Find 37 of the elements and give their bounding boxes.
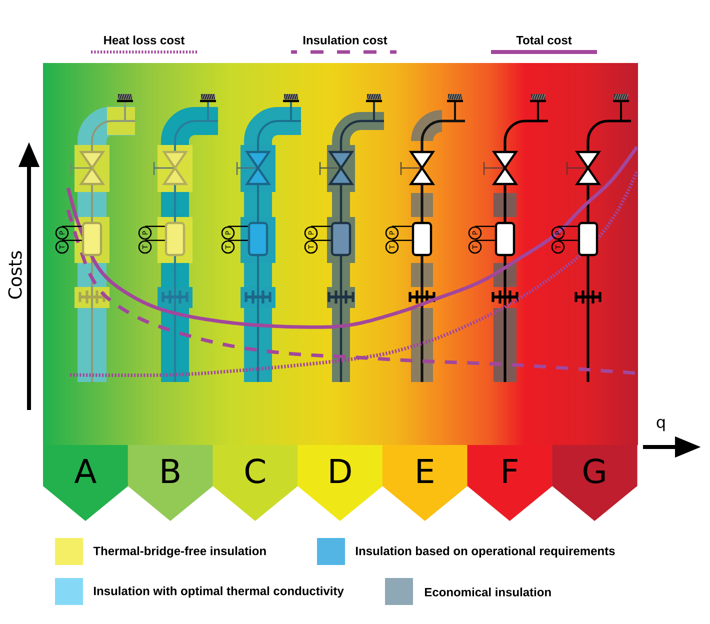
connector-line [62,226,82,227]
device-box [412,222,432,256]
class-pentagon: B [128,445,214,521]
device-box [330,222,352,256]
axis-label: q [656,418,665,432]
connector-line [145,226,165,227]
class-pentagon: F [467,445,552,521]
connector-line [392,240,412,241]
legend-text: Insulation based on operational requirements [356,546,615,558]
device-box [248,222,268,256]
legend-text: Insulation cost [303,36,388,44]
connector-line [558,240,578,241]
connector-line [228,240,248,241]
device-box [82,222,102,256]
class-pentagon: G [552,445,638,521]
device-box [164,222,186,256]
connector-line [145,240,165,241]
device-box [494,222,516,256]
connector-line [475,240,495,241]
class-pentagon: C [212,445,298,521]
class-pentagon: A [43,445,128,521]
class-pentagon: E [382,445,468,521]
connector-line [62,240,82,241]
connector-line [558,226,578,227]
axis-label: Costs [8,251,22,299]
device-box [578,222,598,256]
connector-line [475,226,495,227]
legend-text: Economical insulation [425,588,551,596]
legend-text: Total cost [516,36,572,44]
connector-line [392,226,412,227]
class-pentagon: D [298,445,383,521]
legend-text: Insulation with optimal thermal conductivity [94,586,344,598]
connector-line [228,226,248,227]
connector-line [311,240,331,241]
connector-line [311,226,331,227]
legend-text: Heat loss cost [104,36,185,44]
legend-text: Thermal-bridge-free insulation [93,546,266,558]
